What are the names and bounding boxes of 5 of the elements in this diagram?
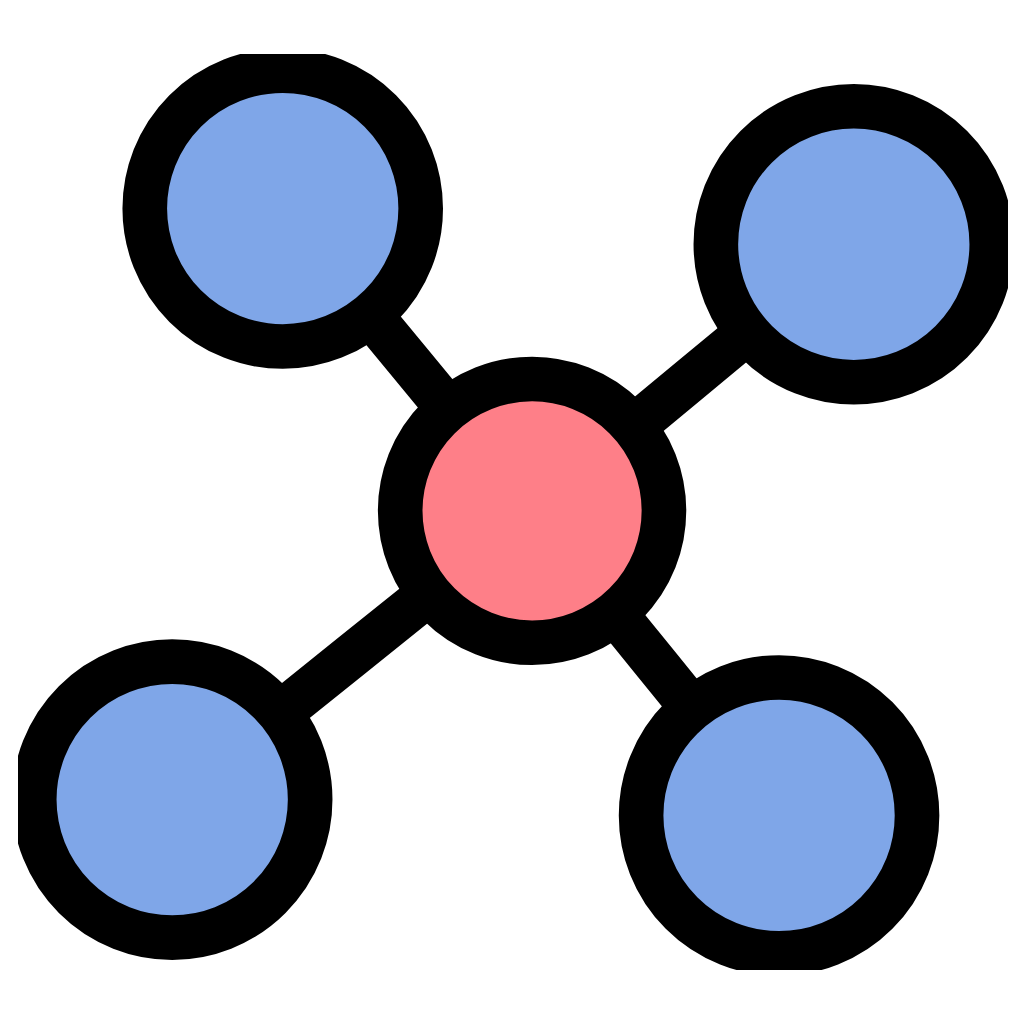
node-circle (17, 639, 332, 960)
node-circle (376, 356, 686, 666)
node-circle (121, 54, 442, 369)
node-circle (692, 83, 1007, 405)
node-circle (617, 655, 939, 970)
